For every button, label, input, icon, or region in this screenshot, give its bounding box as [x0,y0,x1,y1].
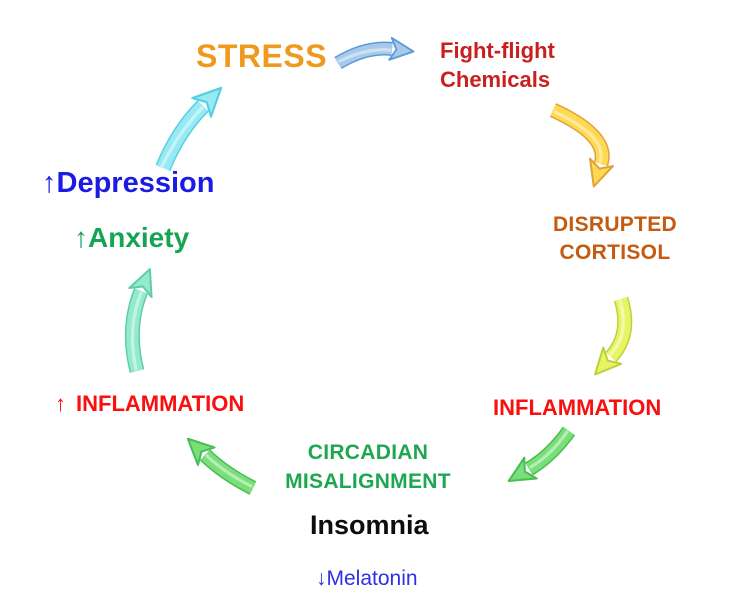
arrow-depression-to-stress-icon [155,86,223,172]
node-insomnia: Insomnia [310,510,429,540]
anxiety-label: Anxiety [88,222,190,253]
node-increased-anxiety: ↑Anxiety [74,222,189,254]
arrow-circadian-to-inflammation-left-icon [186,437,257,495]
arrow-fight-flight-to-cortisol-icon [549,103,615,188]
disrupted-cortisol-line2: CORTISOL [559,241,671,264]
up-arrow-icon: ↑ [42,167,57,199]
inflammation-left-label: INFLAMMATION [76,391,245,416]
node-fight-flight-chemicals: Fight-flight Chemicals [440,36,555,94]
node-decreased-melatonin: ↓Melatonin [316,567,418,591]
arrow-inflammation-left-to-anxiety-icon [124,268,153,373]
arrow-cortisol-to-inflammation-icon [594,296,633,376]
node-circadian-misalignment: CIRCADIAN MISALIGNMENT [263,438,473,496]
node-inflammation-right: INFLAMMATION [493,395,662,420]
node-disrupted-cortisol: DISRUPTED CORTISOL [540,211,690,267]
fight-flight-line1: Fight-flight [440,38,555,63]
fight-flight-line2: Chemicals [440,67,551,92]
disrupted-cortisol-line1: DISRUPTED [552,213,678,236]
node-increased-inflammation: ↑ INFLAMMATION [55,391,244,417]
up-arrow-icon: ↑ [55,391,66,416]
circadian-line2: MISALIGNMENT [285,470,451,493]
melatonin-label: Melatonin [326,567,418,590]
arrow-stress-to-fight-flight-icon [334,36,415,70]
node-stress: STRESS [196,38,328,74]
circadian-line1: CIRCADIAN [307,441,429,464]
depression-label: Depression [56,167,215,199]
down-arrow-icon: ↓ [316,567,327,590]
arrow-inflammation-to-circadian-icon [507,426,576,483]
up-arrow-icon: ↑ [74,222,88,253]
node-increased-depression: ↑Depression [42,167,214,200]
